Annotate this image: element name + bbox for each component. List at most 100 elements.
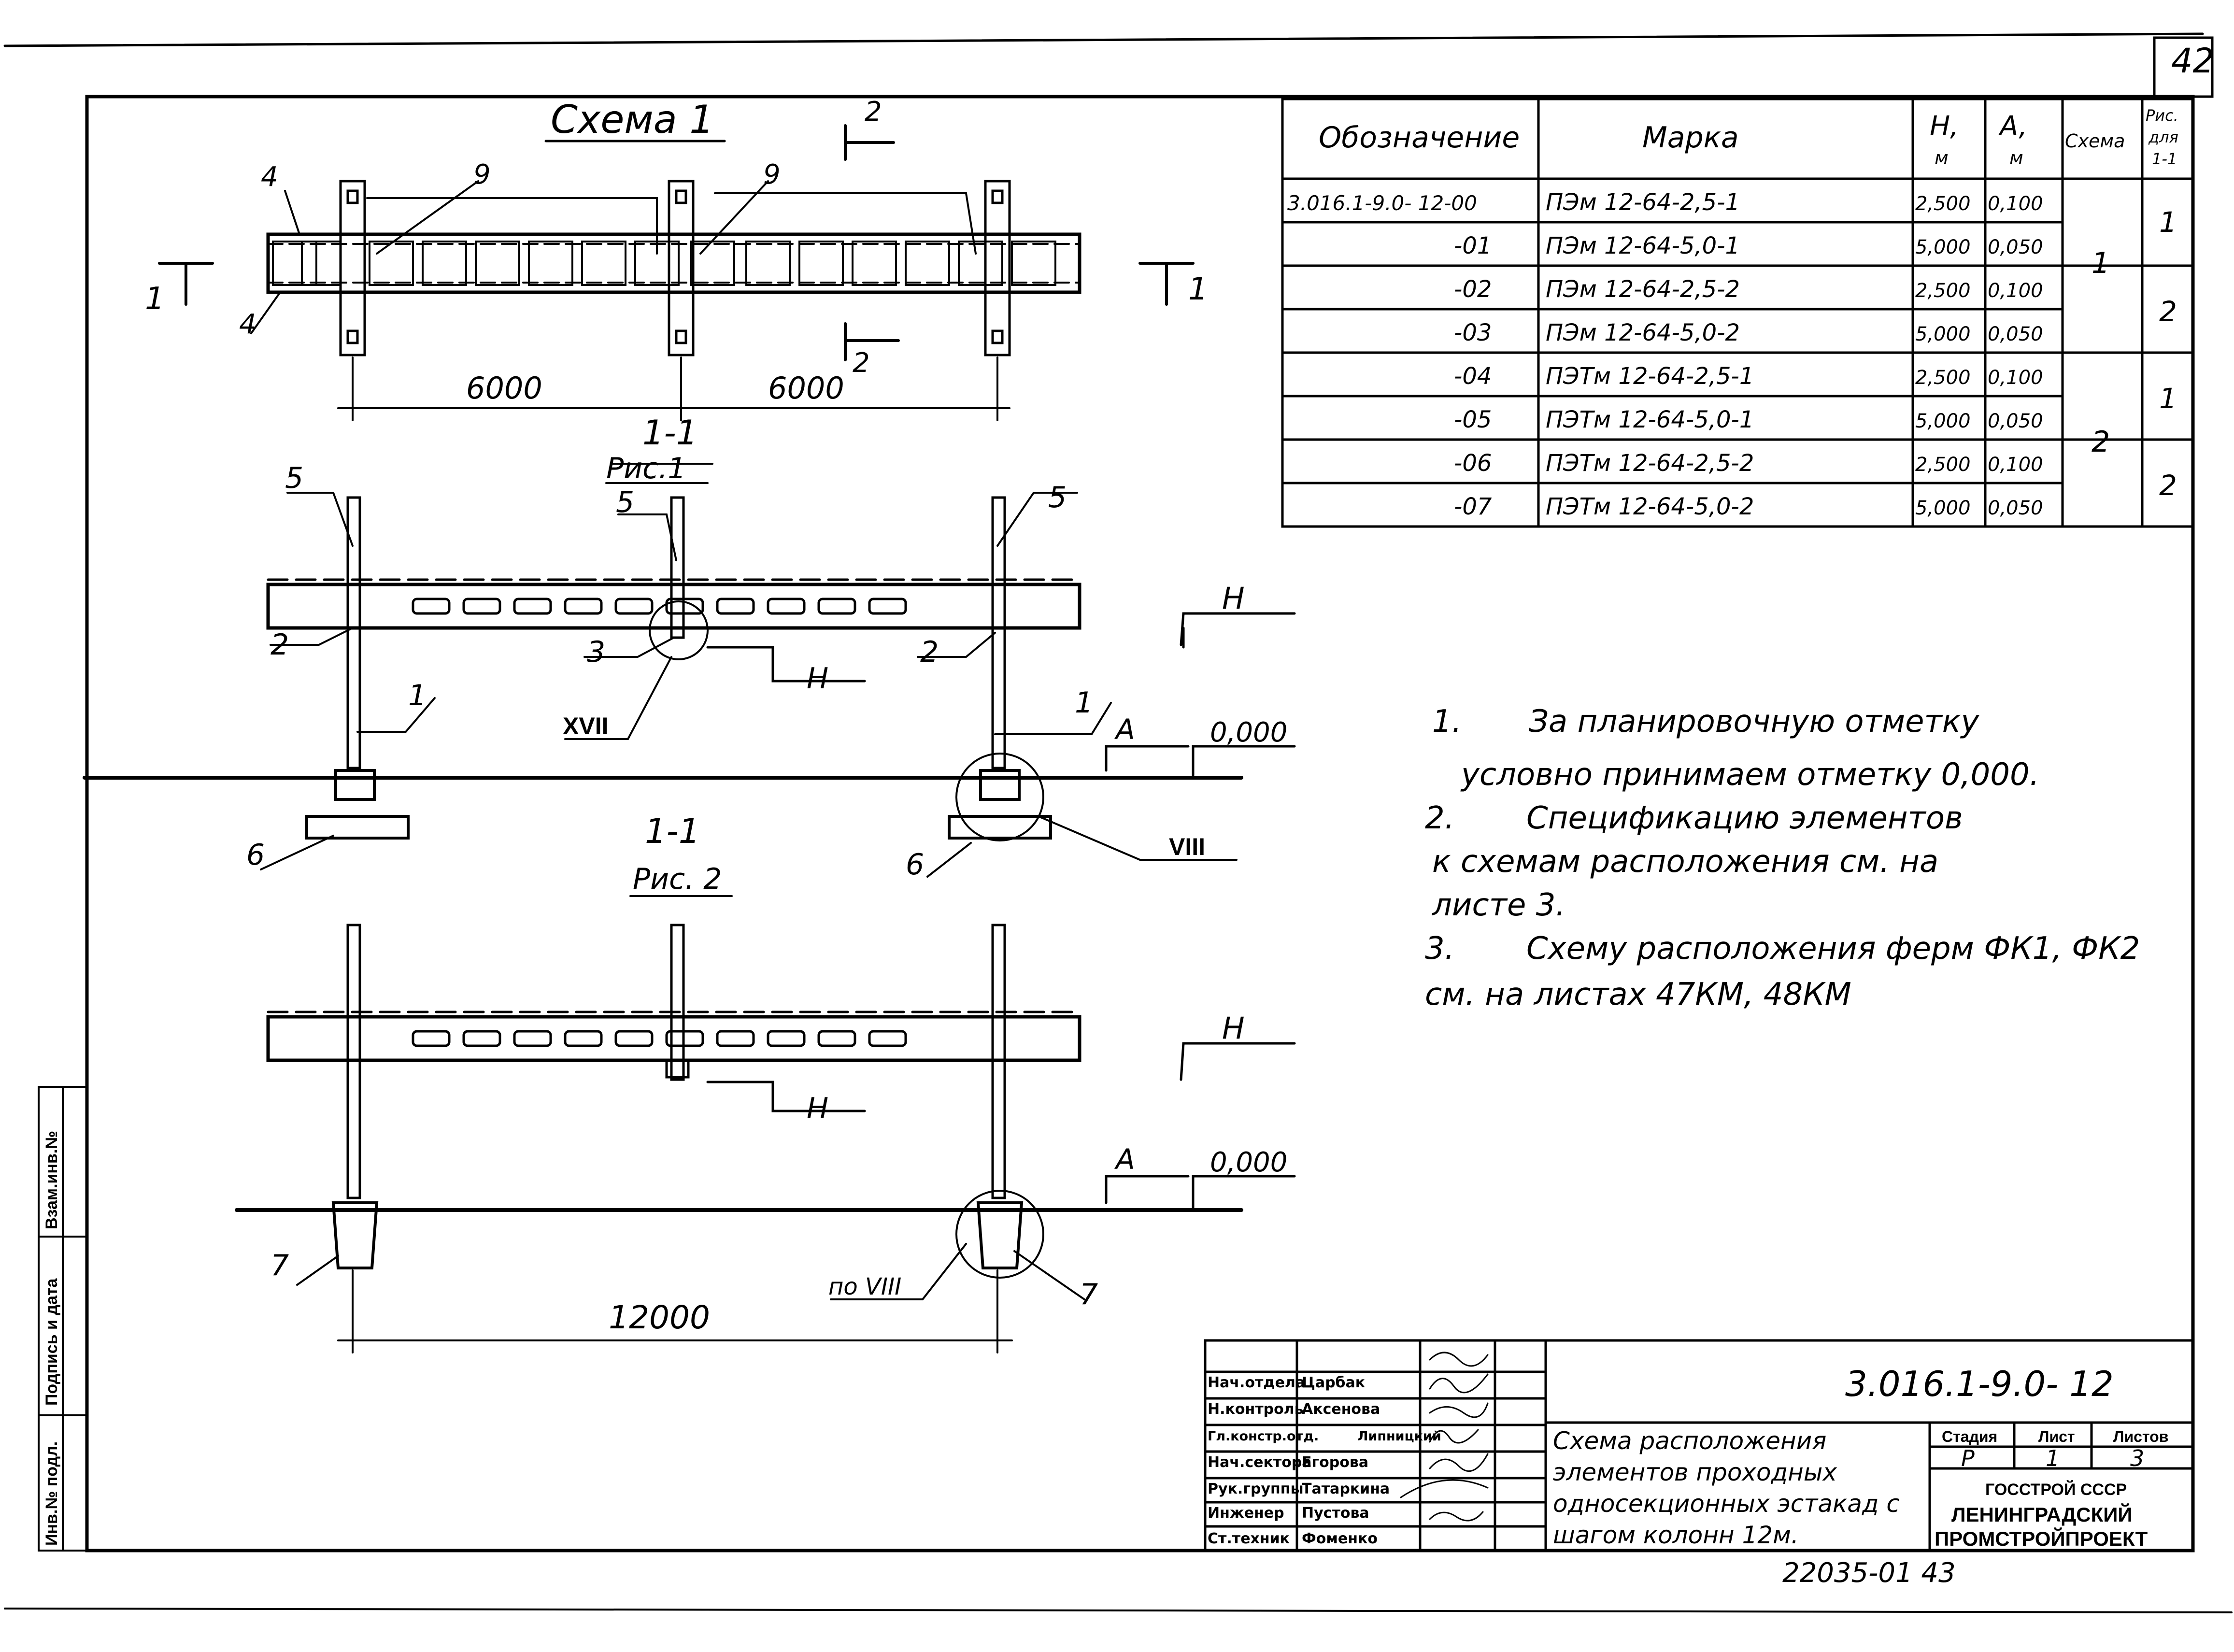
tb-name-0: Царбак: [1302, 1374, 1365, 1391]
tb-name-3: Егорова: [1302, 1454, 1368, 1471]
th-h-unit: м: [1935, 147, 1949, 169]
node-xvii-label: XVII: [563, 712, 608, 740]
beam-2-openings: [412, 1030, 907, 1047]
column-right: [991, 496, 1006, 769]
foundation-plate-right: [948, 815, 1052, 840]
plan-dimension: [337, 356, 1010, 421]
dim-6000-left: 6000: [466, 370, 542, 406]
tb-title-line-2: элементов проходных: [1553, 1458, 1837, 1486]
tb-name-1: Аксенова: [1302, 1401, 1380, 1418]
row-3-h: 5,000: [1915, 323, 1971, 345]
tb-sheets-label: Листов: [2113, 1428, 2168, 1445]
notes-block: 1. За планировочную отметку условно прин…: [1425, 704, 2140, 1012]
beam-1: [266, 583, 1081, 630]
s2-pos-7-left: 7: [270, 1249, 289, 1282]
row-7-h: 5,000: [1915, 497, 1971, 519]
row-6-mark: ПЭТм 12-64-2,5-2: [1546, 450, 1754, 477]
row-4-h: 2,500: [1915, 367, 1971, 389]
row-0-mark: ПЭм 12-64-2,5-1: [1546, 189, 1740, 216]
s2-level-a: A: [1114, 1143, 1135, 1176]
note-3-line-1: Схему расположения ферм ФК1, ФК2: [1526, 931, 2140, 967]
row-5-designation: -05: [1454, 406, 1492, 433]
foundation-glass-right: [976, 1201, 1024, 1269]
row-7-a: 0,050: [1988, 497, 2043, 519]
tb-sheet-label: Лист: [2038, 1428, 2075, 1445]
row-7-designation: -07: [1454, 493, 1492, 520]
s2-level-h-right: H: [1222, 1011, 1245, 1046]
cut-2-bottom-label: 2: [853, 347, 870, 379]
section-1-title: 1-1: [642, 413, 697, 453]
scheme-group-2: 2: [2092, 425, 2110, 459]
tb-sheet-value: 1: [2046, 1445, 2060, 1471]
tb-name-4: Татаркина: [1302, 1481, 1390, 1497]
th-a-unit: м: [2009, 147, 2023, 169]
section-1-1-fig-1: [83, 492, 1296, 878]
plan-columns: [339, 180, 1011, 356]
row-7-mark: ПЭТм 12-64-5,0-2: [1546, 493, 1754, 520]
dim-12000: 12000: [609, 1299, 710, 1336]
note-2-line-3: листе 3.: [1431, 887, 1565, 923]
tb-stage-label: Стадия: [1942, 1428, 1997, 1445]
s2-pos-7-right: 7: [1080, 1278, 1098, 1311]
cut-2-top-label: 2: [865, 96, 882, 128]
plan-leaders: [250, 180, 977, 334]
th-fig-2: для: [2148, 128, 2178, 146]
tb-sheets-value: 3: [2130, 1445, 2144, 1471]
tb-role-3: Нач.сектора: [1208, 1454, 1312, 1471]
s1-pos-5-mid: 5: [616, 485, 634, 519]
section-1-1-fig-2: [235, 895, 1296, 1353]
th-designation: Обозначение: [1319, 121, 1520, 155]
cut-1-right-label: 1: [1188, 271, 1208, 307]
row-5-h: 5,000: [1915, 410, 1971, 432]
row-5-mark: ПЭТм 12-64-5,0-1: [1546, 406, 1754, 433]
column-left: [346, 496, 361, 769]
row-2-h: 2,500: [1915, 280, 1971, 302]
section-1-leaders: [260, 492, 1238, 878]
plan-beam-outline: [266, 232, 1081, 294]
tb-role-0: Нач.отдела: [1208, 1374, 1305, 1391]
stamp-inv-podl: Инв.№ подл.: [43, 1441, 61, 1546]
signatures: [1400, 1352, 1489, 1522]
s1-level-zero: 0,000: [1210, 717, 1287, 748]
drawing-frame: [85, 95, 2195, 1552]
note-1-number: 1.: [1432, 704, 1462, 740]
row-4-mark: ПЭТм 12-64-2,5-1: [1546, 363, 1754, 390]
tb-name-2: Липницкий: [1357, 1429, 1441, 1444]
bottom-border-line: [4, 1608, 2233, 1613]
side-stamp: [38, 1086, 88, 1552]
tb-role-4: Рук.группы: [1208, 1481, 1304, 1497]
bottom-archive-code: 22035-01 43: [1782, 1557, 1956, 1589]
th-mark: Марка: [1642, 121, 1739, 155]
row-3-mark: ПЭм 12-64-5,0-2: [1546, 319, 1740, 346]
row-1-mark: ПЭм 12-64-5,0-1: [1546, 232, 1740, 259]
note-2-number: 2.: [1425, 800, 1454, 836]
note-2-line-1: Спецификацию элементов: [1526, 800, 1963, 836]
tb-document-code: 3.016.1-9.0- 12: [1845, 1364, 2114, 1404]
tb-role-2: Гл.констр.отд.: [1208, 1429, 1319, 1444]
top-border-line: [3, 32, 2204, 47]
tb-role-6: Ст.техник: [1208, 1530, 1290, 1547]
row-1-designation: -01: [1454, 232, 1492, 259]
s2-level-zero: 0,000: [1210, 1147, 1287, 1178]
section-2-leaders: [296, 1243, 1085, 1300]
fig-group-4: 2: [2159, 469, 2177, 502]
row-2-a: 0,100: [1988, 280, 2043, 302]
tb-title-line-4: шагом колонн 12м.: [1553, 1521, 1799, 1549]
note-3-line-2: см. на листах 47КМ, 48КМ: [1425, 977, 1851, 1012]
plan-pos-9-left: 9: [473, 159, 491, 190]
row-6-a: 0,100: [1988, 454, 2043, 476]
cut-1-left-label: 1: [145, 281, 165, 317]
row-1-h: 5,000: [1915, 236, 1971, 258]
s1-pos-1-right: 1: [1075, 686, 1093, 720]
s2-po-viii-label: по VIII: [828, 1273, 901, 1300]
plan-deck-panels: [272, 241, 1056, 286]
scheme-group-1: 1: [2092, 246, 2110, 280]
section-2-title: 1-1: [645, 812, 700, 851]
title-block: [1204, 1339, 2194, 1552]
s1-level-a: A: [1114, 713, 1135, 746]
node-viii-label: VIII: [1169, 833, 1205, 860]
row-3-a: 0,050: [1988, 323, 2043, 345]
tb-name-5: Пустова: [1302, 1505, 1369, 1522]
plan-pos-4-top: 4: [261, 161, 278, 193]
row-6-designation: -06: [1454, 450, 1492, 477]
